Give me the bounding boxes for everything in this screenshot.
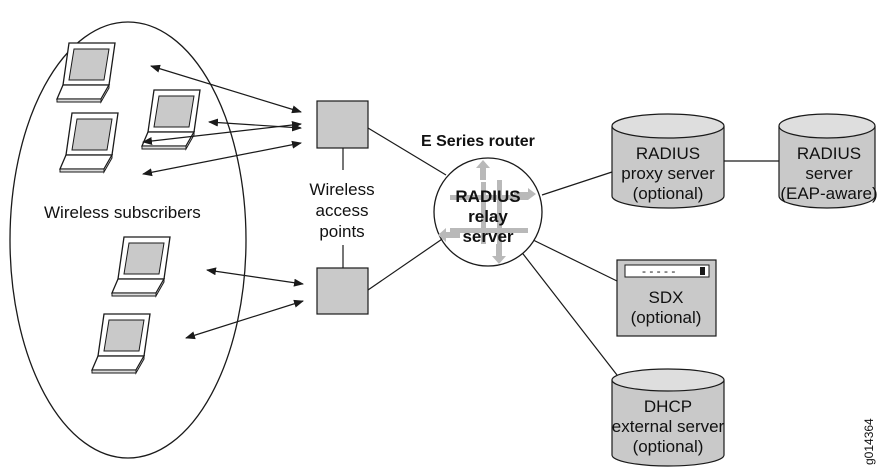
access-points-label-line1: Wireless: [309, 180, 374, 199]
radius-eap-label-line1: RADIUS: [797, 144, 861, 163]
radius-proxy-server-icon: [611, 113, 725, 209]
access-points-label-line3: points: [319, 222, 364, 241]
sdx-screen-text: - - - - -: [642, 264, 675, 278]
router-label-line1: RADIUS: [455, 187, 520, 206]
radius-proxy-label-line3: (optional): [633, 184, 704, 203]
router-label-line2: relay: [468, 207, 508, 226]
laptop-icon: [59, 112, 119, 173]
router-arrows-icon: [438, 160, 536, 264]
sdx-window-icon: [616, 259, 717, 337]
dhcp-label-line3: (optional): [633, 437, 704, 456]
router-to-sdx-line: [526, 236, 618, 282]
radius-proxy-label-line1: RADIUS: [636, 144, 700, 163]
subscribers-label: Wireless subscribers: [44, 203, 201, 222]
access-points-label-line2: access: [316, 201, 369, 220]
router-circle-icon: [433, 157, 543, 267]
link-arrow: [142, 121, 302, 145]
subscriber-group-ellipse: [9, 21, 247, 459]
router-to-dhcp-line: [519, 249, 618, 376]
link-arrow: [206, 267, 304, 287]
link-arrow: [185, 299, 304, 340]
access-point-box: [316, 267, 369, 315]
router-to-proxy-line: [541, 171, 613, 196]
router-label-line3: server: [462, 227, 513, 246]
figure-id: g014364: [862, 418, 876, 465]
ap-to-router-line: [367, 127, 447, 176]
laptop-icon: [91, 313, 151, 374]
laptop-icon: [141, 89, 201, 150]
sdx-label-line1: SDX: [649, 288, 684, 307]
ap-to-router-line: [367, 234, 449, 291]
link-arrow: [150, 64, 302, 114]
dhcp-server-icon: [611, 368, 725, 467]
laptop-icon: [111, 236, 171, 297]
dhcp-label-line1: DHCP: [644, 397, 692, 416]
radius-proxy-label-line2: proxy server: [621, 164, 715, 183]
laptop-icon: [56, 42, 116, 103]
access-point-box: [316, 100, 369, 149]
router-title: E Series router: [421, 133, 535, 150]
link-arrow: [142, 140, 302, 177]
dhcp-label-line2: external server: [612, 417, 725, 436]
radius-eap-label-line3: (EAP-aware): [780, 184, 877, 203]
radius-eap-label-line2: server: [805, 164, 853, 183]
sdx-label-line2: (optional): [631, 308, 702, 327]
radius-eap-server-icon: [778, 113, 876, 209]
